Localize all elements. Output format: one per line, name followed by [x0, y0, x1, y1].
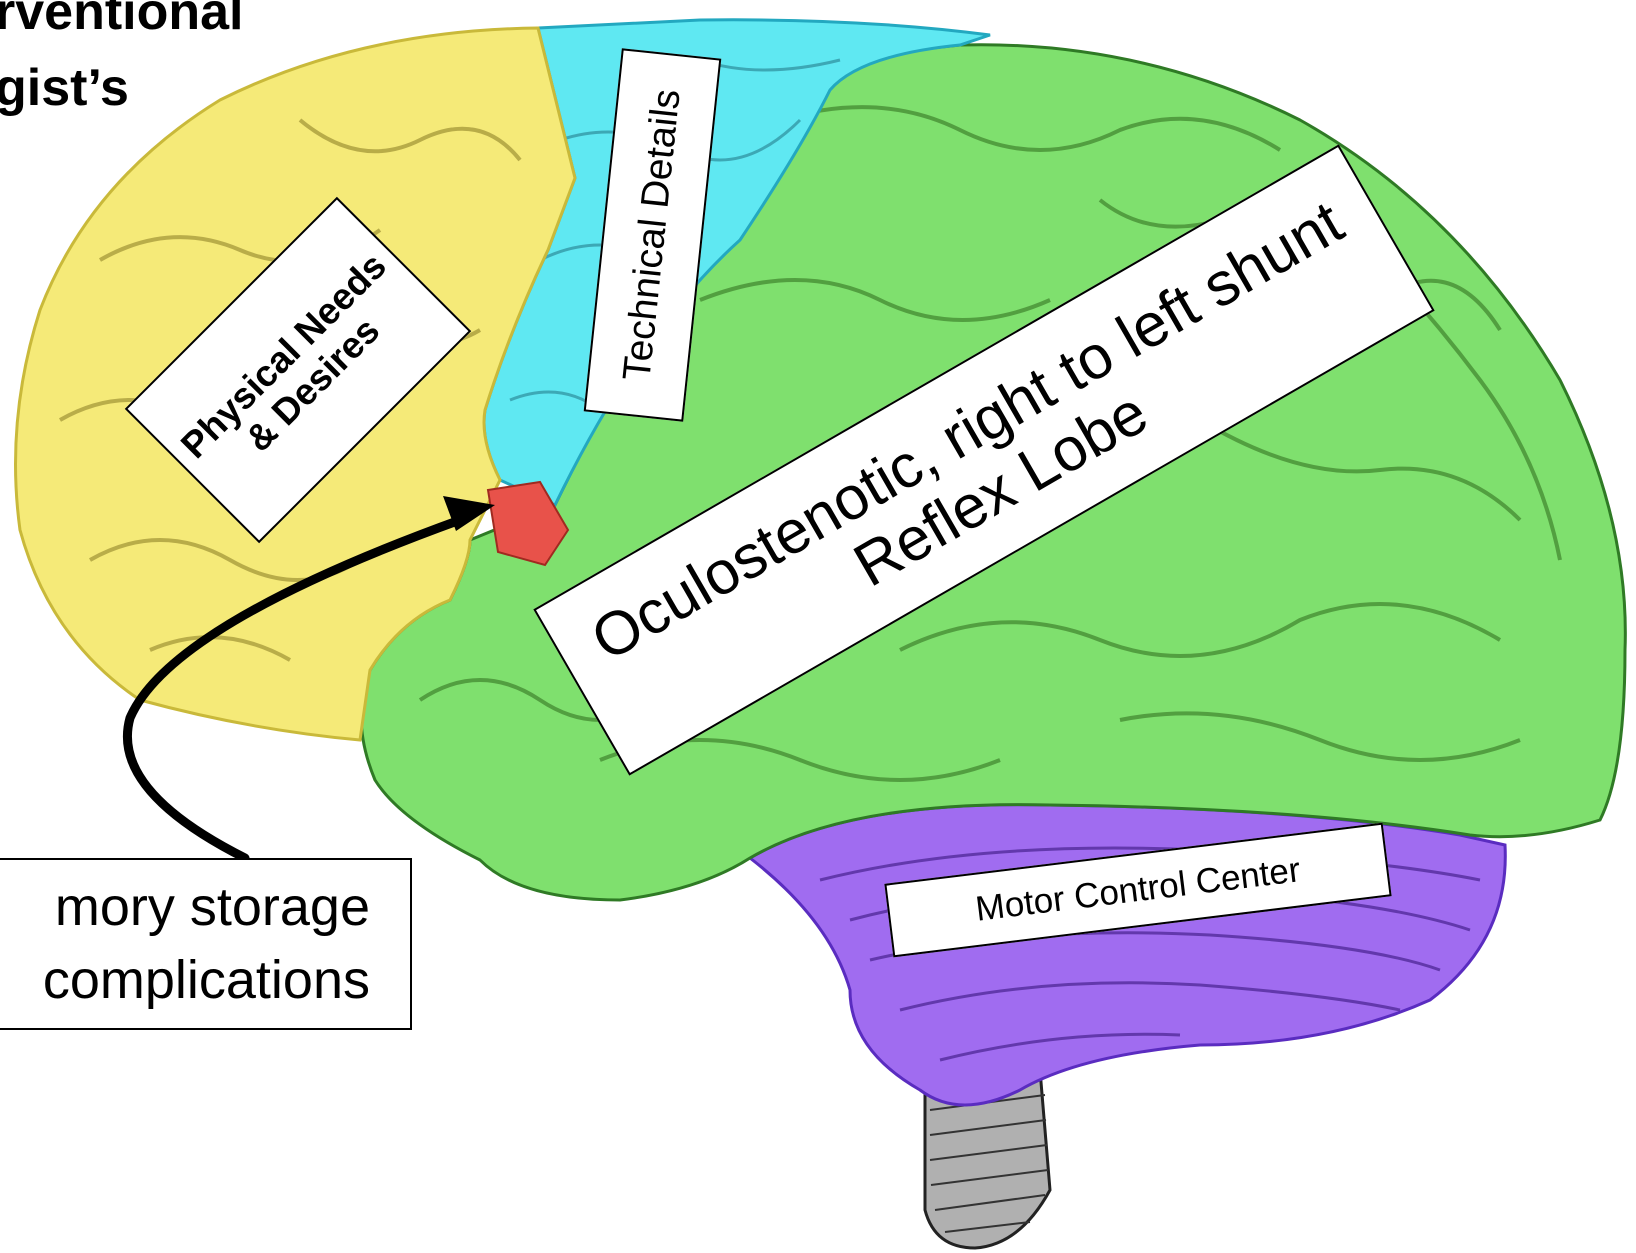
- page-title-line-1: rventional: [0, 0, 244, 38]
- page-title-line-2: gist’s: [0, 62, 129, 114]
- memory-storage-line-1: mory storage: [55, 871, 370, 944]
- cerebellum-region: [750, 805, 1505, 1105]
- memory-storage-line-2: complications: [43, 944, 370, 1017]
- memory-storage-label: mory storage complications: [0, 858, 412, 1030]
- technical-details-text: Technical Details: [615, 87, 689, 383]
